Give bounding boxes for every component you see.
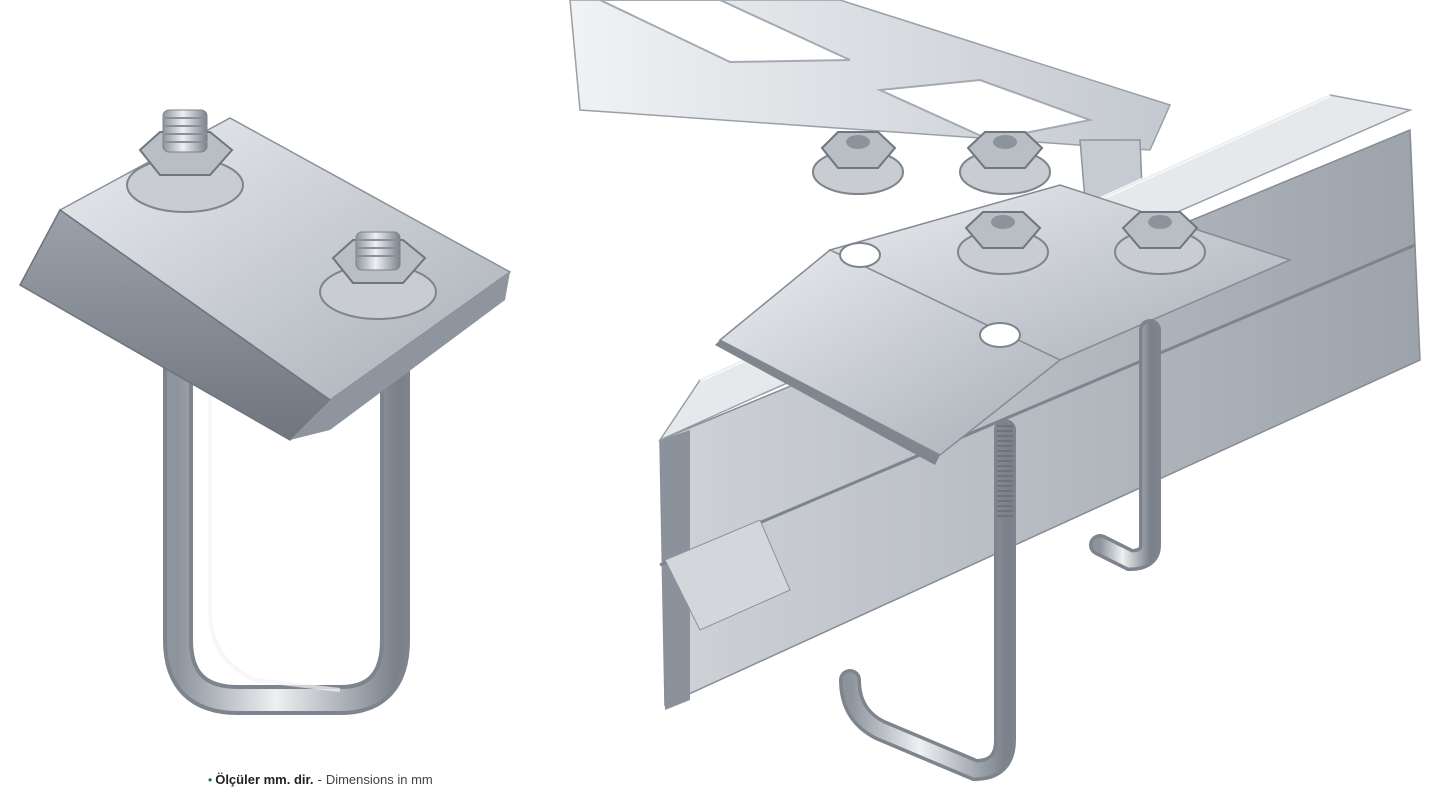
- u-bolt: [163, 315, 410, 715]
- dimensions-caption: •Ölçüler mm. dir.-Dimensions in mm: [208, 770, 433, 789]
- hex-nut: [812, 131, 904, 195]
- hex-nut: [957, 211, 1049, 275]
- hex-nut: [126, 109, 244, 213]
- strut-channel: [657, 93, 1421, 710]
- clamp-plate: [18, 117, 512, 441]
- caption-english: Dimensions in mm: [325, 772, 433, 787]
- hex-nut: [319, 231, 437, 320]
- u-bolt: [839, 319, 1161, 782]
- caption-turkish: Ölçüler mm. dir.: [215, 772, 314, 787]
- beam-clamp-product: [18, 109, 512, 715]
- caption-separator: -: [317, 772, 322, 787]
- hex-nut: [959, 131, 1051, 195]
- assembly-illustration: [569, 0, 1421, 782]
- bullet-icon: •: [208, 773, 213, 787]
- hex-nut: [1114, 211, 1206, 275]
